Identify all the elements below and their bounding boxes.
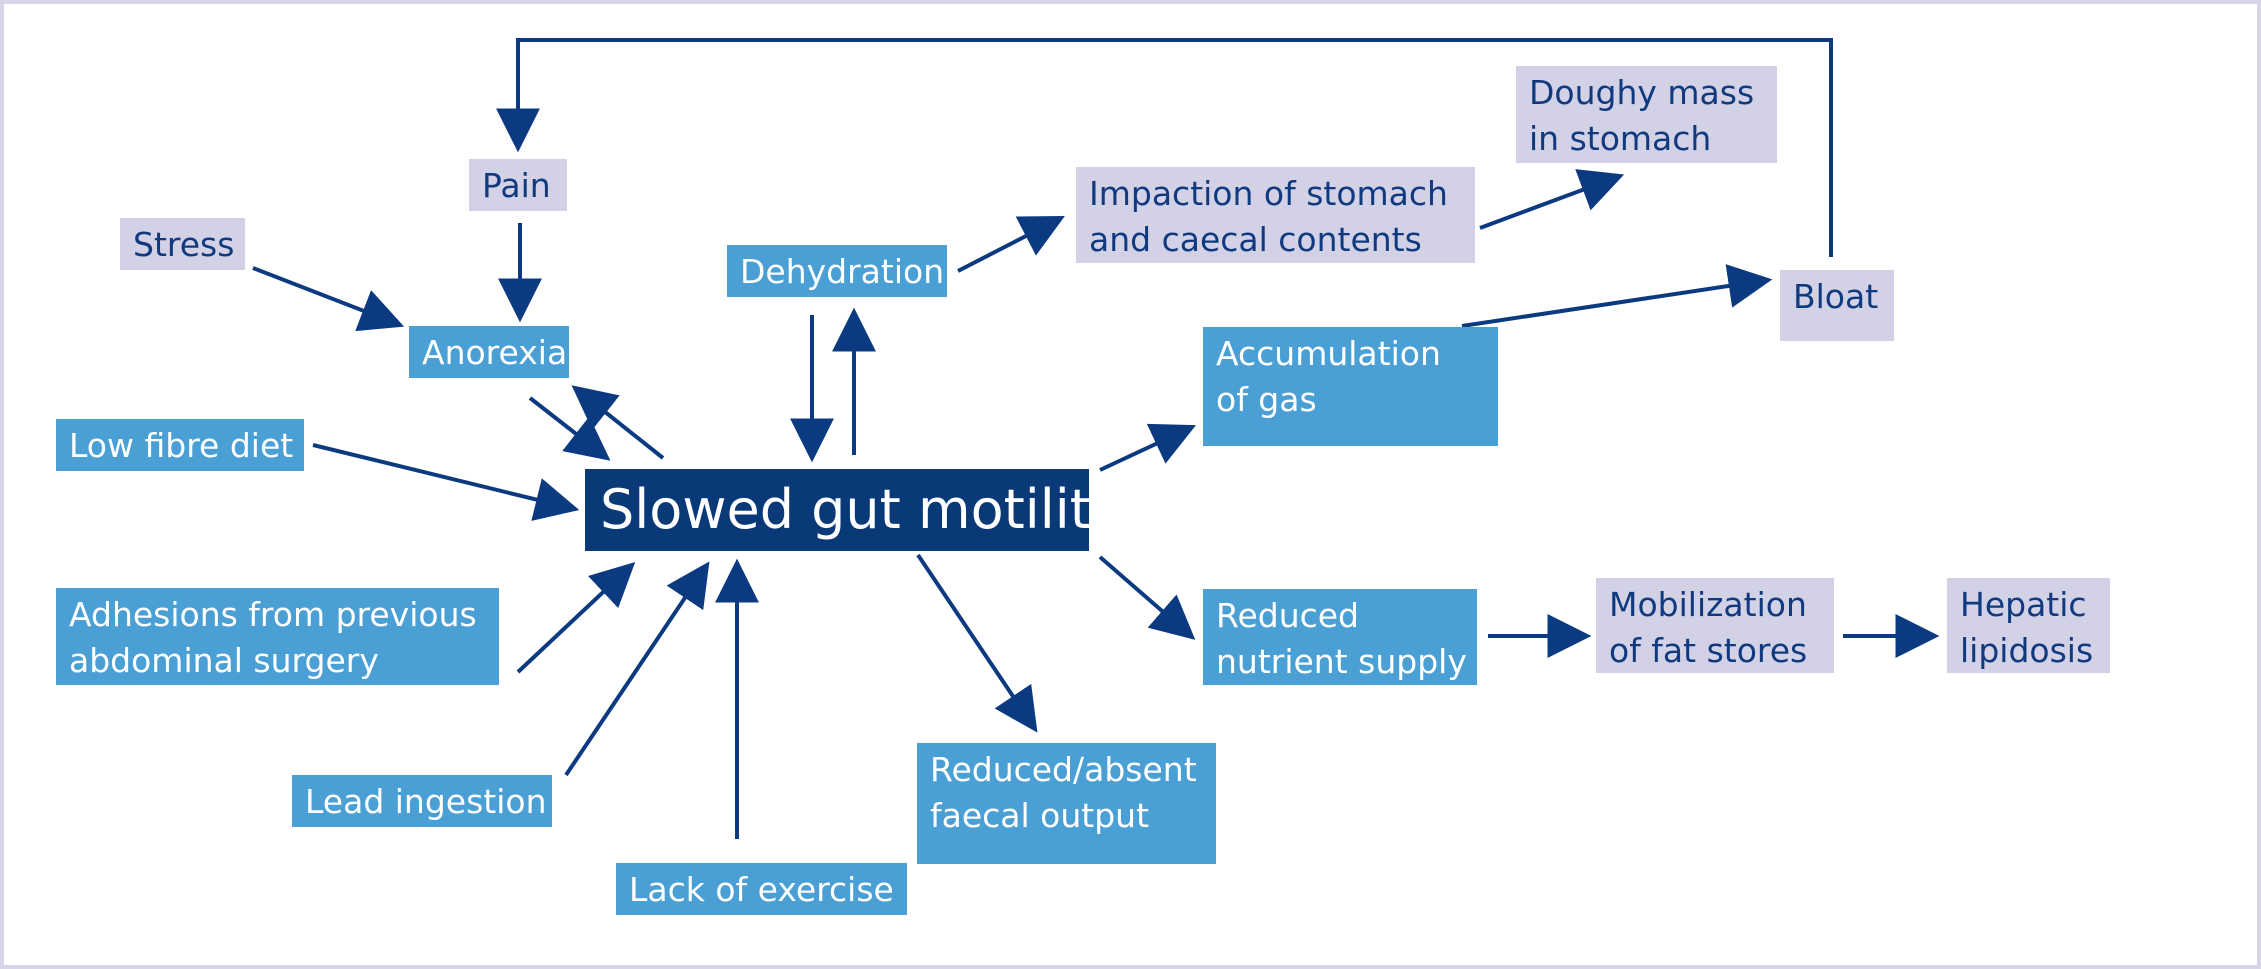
arrow-lowfibre-to-motility <box>312 443 580 521</box>
node-adhesions-line-2: abdominal surgery <box>69 641 379 680</box>
arrow-stress-to-anorexia <box>252 266 405 332</box>
node-adhesions-line-1: Adhesions from previous <box>69 595 477 634</box>
node-faecal-output-line-1: Reduced/absent <box>930 750 1197 789</box>
node-lack-of-exercise-line-1: Lack of exercise <box>629 870 894 909</box>
node-lead-ingestion: Lead ingestion <box>292 775 552 827</box>
node-hepatic-lipidosis-line-1: Hepatic <box>1960 585 2087 624</box>
node-lack-of-exercise: Lack of exercise <box>616 863 907 915</box>
node-accumulation-of-gas-line-1: Accumulation <box>1216 334 1441 373</box>
node-pain-line-1: Pain <box>482 166 551 205</box>
node-stress: Stress <box>120 218 245 270</box>
node-impaction-line-1: Impaction of stomach <box>1089 174 1448 213</box>
node-hepatic-lipidosis-line-2: lipidosis <box>1960 631 2094 670</box>
node-doughy-mass-line-1: Doughy mass <box>1529 73 1755 112</box>
arrow-motility-to-anorexia <box>571 385 665 460</box>
node-faecal-output-line-2: faecal output <box>930 796 1150 835</box>
node-nutrient-supply: Reduced nutrient supply <box>1203 589 1477 685</box>
node-anorexia: Anorexia <box>409 326 569 378</box>
node-slowed-gut-motility: Slowed gut motility <box>585 469 1123 551</box>
node-anorexia-line-1: Anorexia <box>422 333 568 372</box>
arrow-gas-to-bloat <box>1461 264 1773 328</box>
node-bloat-line-1: Bloat <box>1793 277 1879 316</box>
node-mobilization-line-1: Mobilization <box>1609 585 1807 624</box>
node-accumulation-of-gas-line-2: of gas <box>1216 380 1317 419</box>
node-impaction-line-2: and caecal contents <box>1089 220 1422 259</box>
node-impaction: Impaction of stomach and caecal contents <box>1076 167 1475 263</box>
node-lead-ingestion-line-1: Lead ingestion <box>305 782 547 821</box>
arrow-adhesions-to-motility <box>516 561 636 674</box>
arrow-bloat-to-pain <box>496 38 1833 257</box>
arrow-anorexia-to-motility <box>528 396 611 461</box>
node-adhesions: Adhesions from previous abdominal surger… <box>56 588 499 685</box>
arrow-lead-to-motility <box>564 561 710 777</box>
node-dehydration-line-1: Dehydration <box>740 252 945 291</box>
node-doughy-mass-line-2: in stomach <box>1529 119 1712 158</box>
node-nutrient-supply-line-1: Reduced <box>1216 596 1360 635</box>
node-bloat: Bloat <box>1780 270 1894 341</box>
node-hepatic-lipidosis: Hepatic lipidosis <box>1947 578 2110 673</box>
node-accumulation-of-gas: Accumulation of gas <box>1203 327 1498 446</box>
node-nutrient-supply-line-2: nutrient supply <box>1216 642 1467 681</box>
node-dehydration: Dehydration <box>727 245 947 297</box>
node-mobilization-line-2: of fat stores <box>1609 631 1808 670</box>
node-doughy-mass: Doughy mass in stomach <box>1516 66 1777 163</box>
node-mobilization: Mobilization of fat stores <box>1596 578 1834 673</box>
arrow-impaction-to-doughy <box>1479 169 1625 230</box>
arrow-motility-to-gas <box>1099 423 1196 472</box>
node-low-fibre-diet-line-1: Low fibre diet <box>69 426 294 465</box>
node-stress-line-1: Stress <box>133 225 235 264</box>
node-pain: Pain <box>469 159 567 211</box>
node-low-fibre-diet: Low fibre diet <box>56 419 304 471</box>
arrow-motility-to-faecal <box>916 553 1038 733</box>
node-slowed-gut-motility-label: Slowed gut motility <box>600 478 1123 541</box>
node-faecal-output: Reduced/absent faecal output <box>917 743 1216 864</box>
arrow-dehydration-to-impaction <box>957 215 1065 273</box>
arrow-motility-to-nutrient <box>1098 555 1196 640</box>
